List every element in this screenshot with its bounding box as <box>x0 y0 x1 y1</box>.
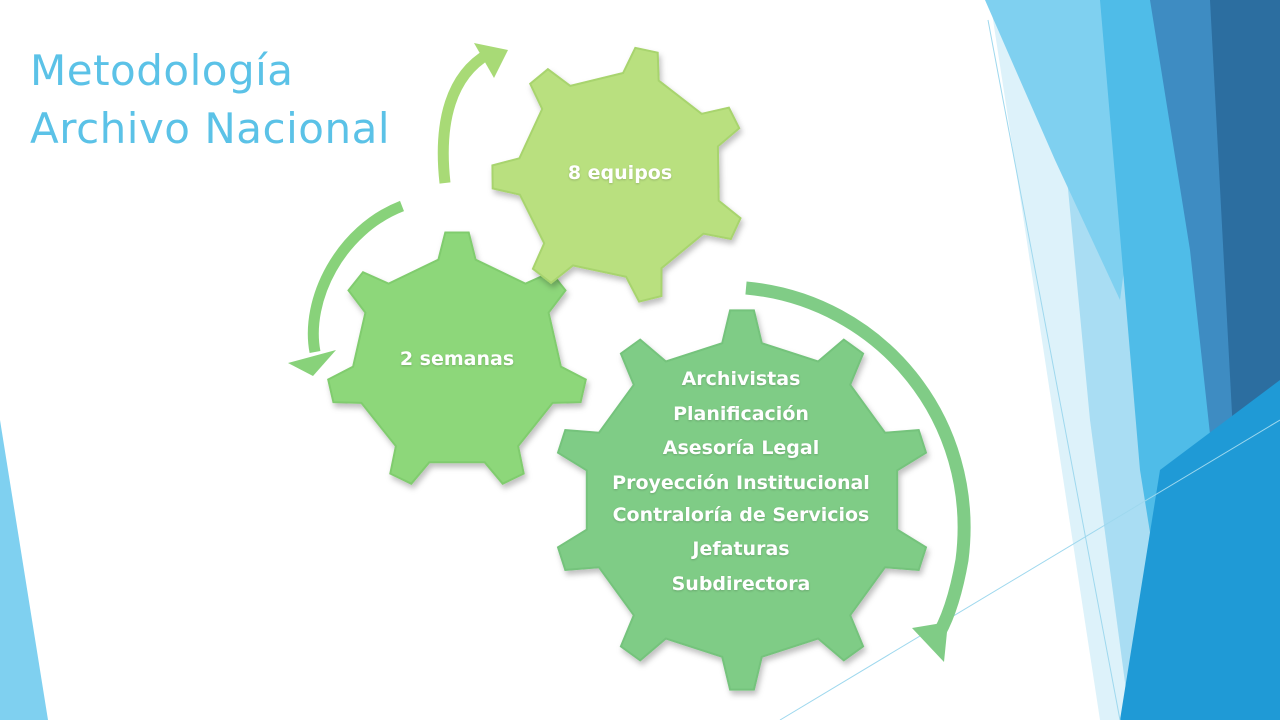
decor-facet-blue <box>1120 380 1280 720</box>
participant-item: Subdirectora <box>671 572 811 595</box>
gear-small-label: 8 equipos <box>567 162 673 184</box>
cycle-arrow-right-head <box>912 622 948 662</box>
participant-item: Asesoría Legal <box>662 437 820 459</box>
cycle-arrow-top-head <box>474 43 508 78</box>
participant-item: Archivistas <box>681 368 801 390</box>
gear-large <box>556 309 928 691</box>
cycle-arrow-right <box>745 281 971 644</box>
participant-item: Jefaturas <box>692 538 790 560</box>
participant-item: Planificación <box>673 402 809 425</box>
gear-large-participants-list: Archivistas Planificación Asesoría Legal… <box>580 368 902 607</box>
gear-small <box>491 46 742 303</box>
gear-medium-label: 2 semanas <box>399 348 515 370</box>
participant-item: Contraloría de Servicios <box>612 503 870 526</box>
slide-title-line-2: Archivo Nacional <box>30 104 390 153</box>
decor-facet-left <box>0 420 48 720</box>
decor-facet-dark <box>1210 0 1280 470</box>
cycle-arrow-left-head <box>288 350 336 376</box>
cycle-arrow-left <box>307 200 405 354</box>
decor-line <box>987 19 1121 720</box>
participant-item: Proyección Institucional <box>612 471 870 494</box>
slide-title-line-1: Metodología <box>30 46 294 95</box>
cycle-arrow-top <box>437 49 491 184</box>
decor-line <box>779 419 1280 720</box>
